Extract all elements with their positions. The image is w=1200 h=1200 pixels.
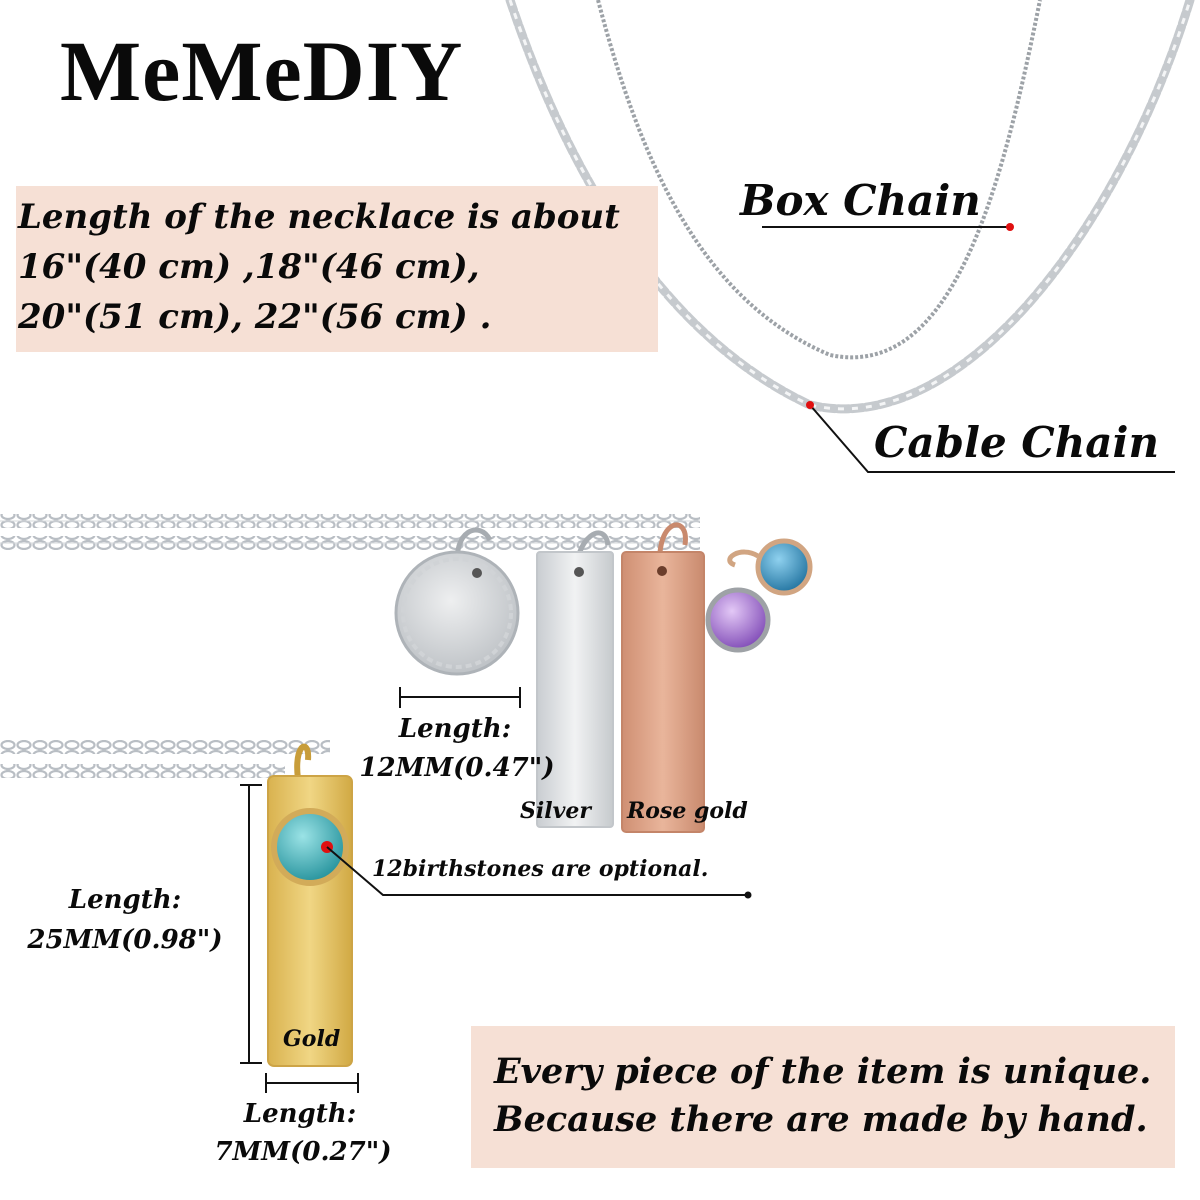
gold-width-label: Length: [243, 1099, 357, 1129]
chain-band-gold-upper [0, 740, 330, 754]
length-line-2: 16"(40 cm) ,18"(46 cm), [18, 247, 480, 287]
gold-height-value: 25MM(0.98") [27, 925, 223, 955]
disc-width-dimension [399, 687, 521, 708]
gold-finish-label: Gold [283, 1026, 341, 1052]
teal-birthstone [271, 808, 349, 886]
necklace-length-text: Length of the necklace is about 16"(40 c… [18, 192, 620, 342]
rose-gold-finish-label: Rose gold [627, 798, 748, 824]
necklace-length-panel [16, 186, 658, 352]
round-disc-charm [394, 550, 520, 676]
box-chain-marker [1006, 223, 1014, 231]
birthstone-note: 12birthstones are optional. [372, 856, 709, 882]
handmade-line-2: Because there are made by hand. [494, 1099, 1148, 1140]
handmade-note-text: Every piece of the item is unique. Becau… [494, 1048, 1151, 1144]
gold-bar-height-dimension [240, 784, 262, 1064]
chain-band-gold-lower [0, 764, 285, 778]
gold-bar-width-dimension [265, 1073, 359, 1093]
brand-logo: MeMeDIY [60, 23, 464, 119]
cable-chain-label: Cable Chain [874, 418, 1159, 467]
handmade-note-panel [471, 1026, 1175, 1168]
silver-bar-charm [536, 551, 614, 828]
cable-chain-marker [806, 401, 814, 409]
rose-gold-bar-charm [621, 551, 705, 833]
disc-dimension-label: Length: [398, 714, 512, 744]
silver-finish-label: Silver [520, 798, 591, 824]
box-chain-strand [596, 0, 1042, 360]
length-line-1: Length of the necklace is about [18, 197, 620, 237]
disc-dimension-value: 12MM(0.47") [359, 753, 555, 783]
purple-birthstone [705, 587, 771, 653]
gold-height-label: Length: [68, 885, 182, 915]
blue-birthstone [755, 538, 813, 596]
gold-width-value: 7MM(0.27") [214, 1137, 392, 1167]
handmade-line-1: Every piece of the item is unique. [494, 1051, 1152, 1092]
box-chain-label: Box Chain [740, 176, 981, 225]
length-line-3: 20"(51 cm), 22"(56 cm) . [18, 297, 492, 337]
